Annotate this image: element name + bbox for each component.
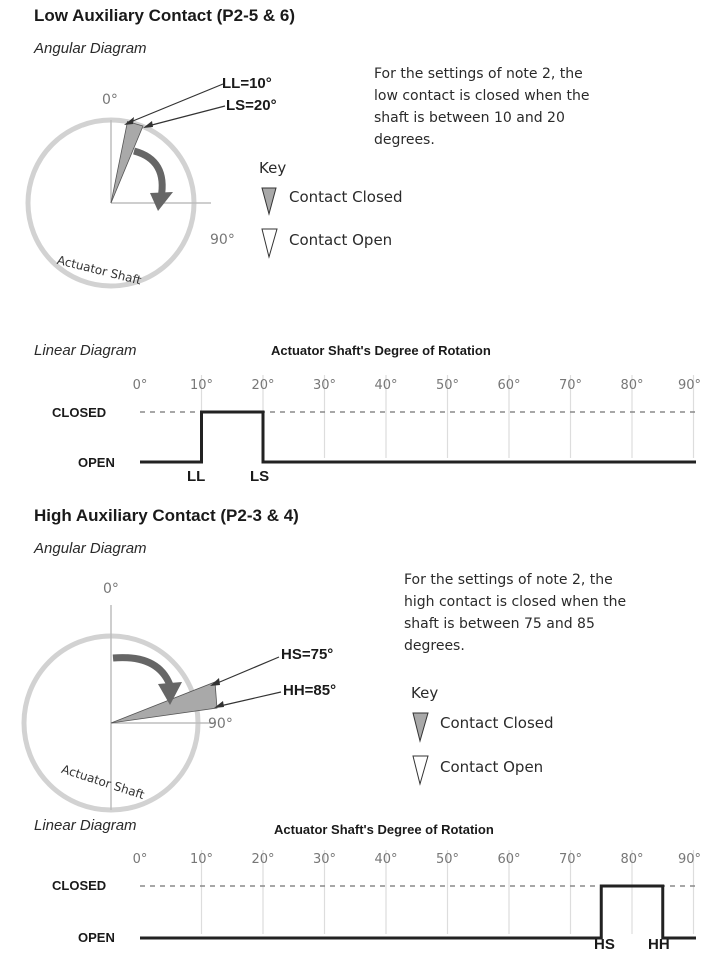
low-closed-label: CLOSED — [52, 405, 107, 420]
low-degree-tick-label: 80° — [620, 378, 643, 393]
key-closed-icon — [261, 187, 277, 216]
high-angular-diagram-label: Angular Diagram — [34, 540, 147, 557]
high-zero-label: 0° — [103, 581, 119, 597]
low-degree-tick-label: 40° — [374, 378, 397, 393]
low-ls-marker: LS — [250, 468, 270, 485]
low-degree-tick-label: 90° — [678, 378, 701, 393]
low-key-open-label: Contact Open — [289, 231, 393, 249]
low-degree-tick-label: 60° — [497, 378, 520, 393]
high-note: For the settings of note 2, the high con… — [404, 572, 627, 654]
low-ll-pointer — [127, 83, 224, 124]
low-zero-label: 0° — [102, 92, 118, 108]
low-note: For the settings of note 2, the low cont… — [374, 66, 590, 148]
high-open-label: OPEN — [78, 930, 115, 945]
high-degree-tick-label: 30° — [313, 852, 336, 867]
low-degree-tick-label: 50° — [436, 378, 459, 393]
high-degree-tick-label: 80° — [620, 852, 643, 867]
low-ninety-label: 90° — [210, 232, 235, 248]
low-degree-tick-label: 20° — [251, 378, 274, 393]
low-key-title: Key — [259, 159, 287, 177]
low-ll-label: LL=10° — [222, 75, 272, 92]
high-hs-marker: HS — [594, 936, 615, 953]
low-open-label: OPEN — [78, 455, 115, 470]
key-open-icon — [261, 228, 278, 259]
high-degree-tick-label: 70° — [559, 852, 582, 867]
high-key-closed-label: Contact Closed — [440, 714, 554, 732]
low-degree-tick-label: 10° — [190, 378, 213, 393]
high-hs-label: HS=75° — [281, 646, 334, 663]
high-key-title: Key — [411, 684, 439, 702]
low-degree-tick-label: 0° — [133, 378, 148, 393]
high-degree-tick-label: 0° — [133, 852, 148, 867]
low-linear-diagram-label: Linear Diagram — [34, 342, 137, 359]
low-ls-label: LS=20° — [226, 97, 277, 114]
high-contact-closed-wedge — [110, 681, 218, 724]
high-linear-diagram-label: Linear Diagram — [34, 817, 137, 834]
high-degree-tick-label: 50° — [436, 852, 459, 867]
high-hh-label: HH=85° — [283, 682, 337, 699]
high-rotation-arrow — [112, 654, 175, 690]
high-rotation-arrowhead — [158, 682, 182, 705]
high-hh-pointer — [219, 691, 282, 707]
key-closed-icon — [412, 712, 429, 743]
low-degree-tick-label: 70° — [559, 378, 582, 393]
high-contact-signal — [140, 884, 696, 940]
high-degree-tick-label: 10° — [190, 852, 213, 867]
low-angular-diagram-label: Angular Diagram — [34, 40, 147, 57]
high-closed-label: CLOSED — [52, 878, 107, 893]
high-hh-marker: HH — [648, 936, 670, 953]
low-contact-closed-wedge — [110, 120, 144, 204]
high-degree-tick-label: 60° — [497, 852, 520, 867]
high-section-title: High Auxiliary Contact (P2-3 & 4) — [34, 506, 299, 525]
high-degree-tick-label: 40° — [374, 852, 397, 867]
low-rotation-arrow — [132, 147, 166, 199]
high-rotation-title: Actuator Shaft's Degree of Rotation — [274, 822, 494, 837]
low-ll-marker: LL — [187, 468, 206, 485]
high-ninety-label: 90° — [208, 716, 233, 732]
high-hs-pointer — [214, 656, 280, 685]
low-degree-tick-label: 30° — [313, 378, 336, 393]
high-degree-tick-label: 90° — [678, 852, 701, 867]
low-section-title: Low Auxiliary Contact (P2-5 & 6) — [34, 6, 296, 25]
low-rotation-arrowhead — [150, 192, 173, 211]
low-key-closed-label: Contact Closed — [289, 188, 403, 206]
low-ls-pointer — [147, 105, 226, 127]
high-key-open-label: Contact Open — [440, 758, 544, 776]
key-open-icon — [412, 755, 429, 786]
low-contact-signal — [140, 410, 696, 464]
low-rotation-title: Actuator Shaft's Degree of Rotation — [271, 343, 491, 358]
high-degree-tick-label: 20° — [251, 852, 274, 867]
